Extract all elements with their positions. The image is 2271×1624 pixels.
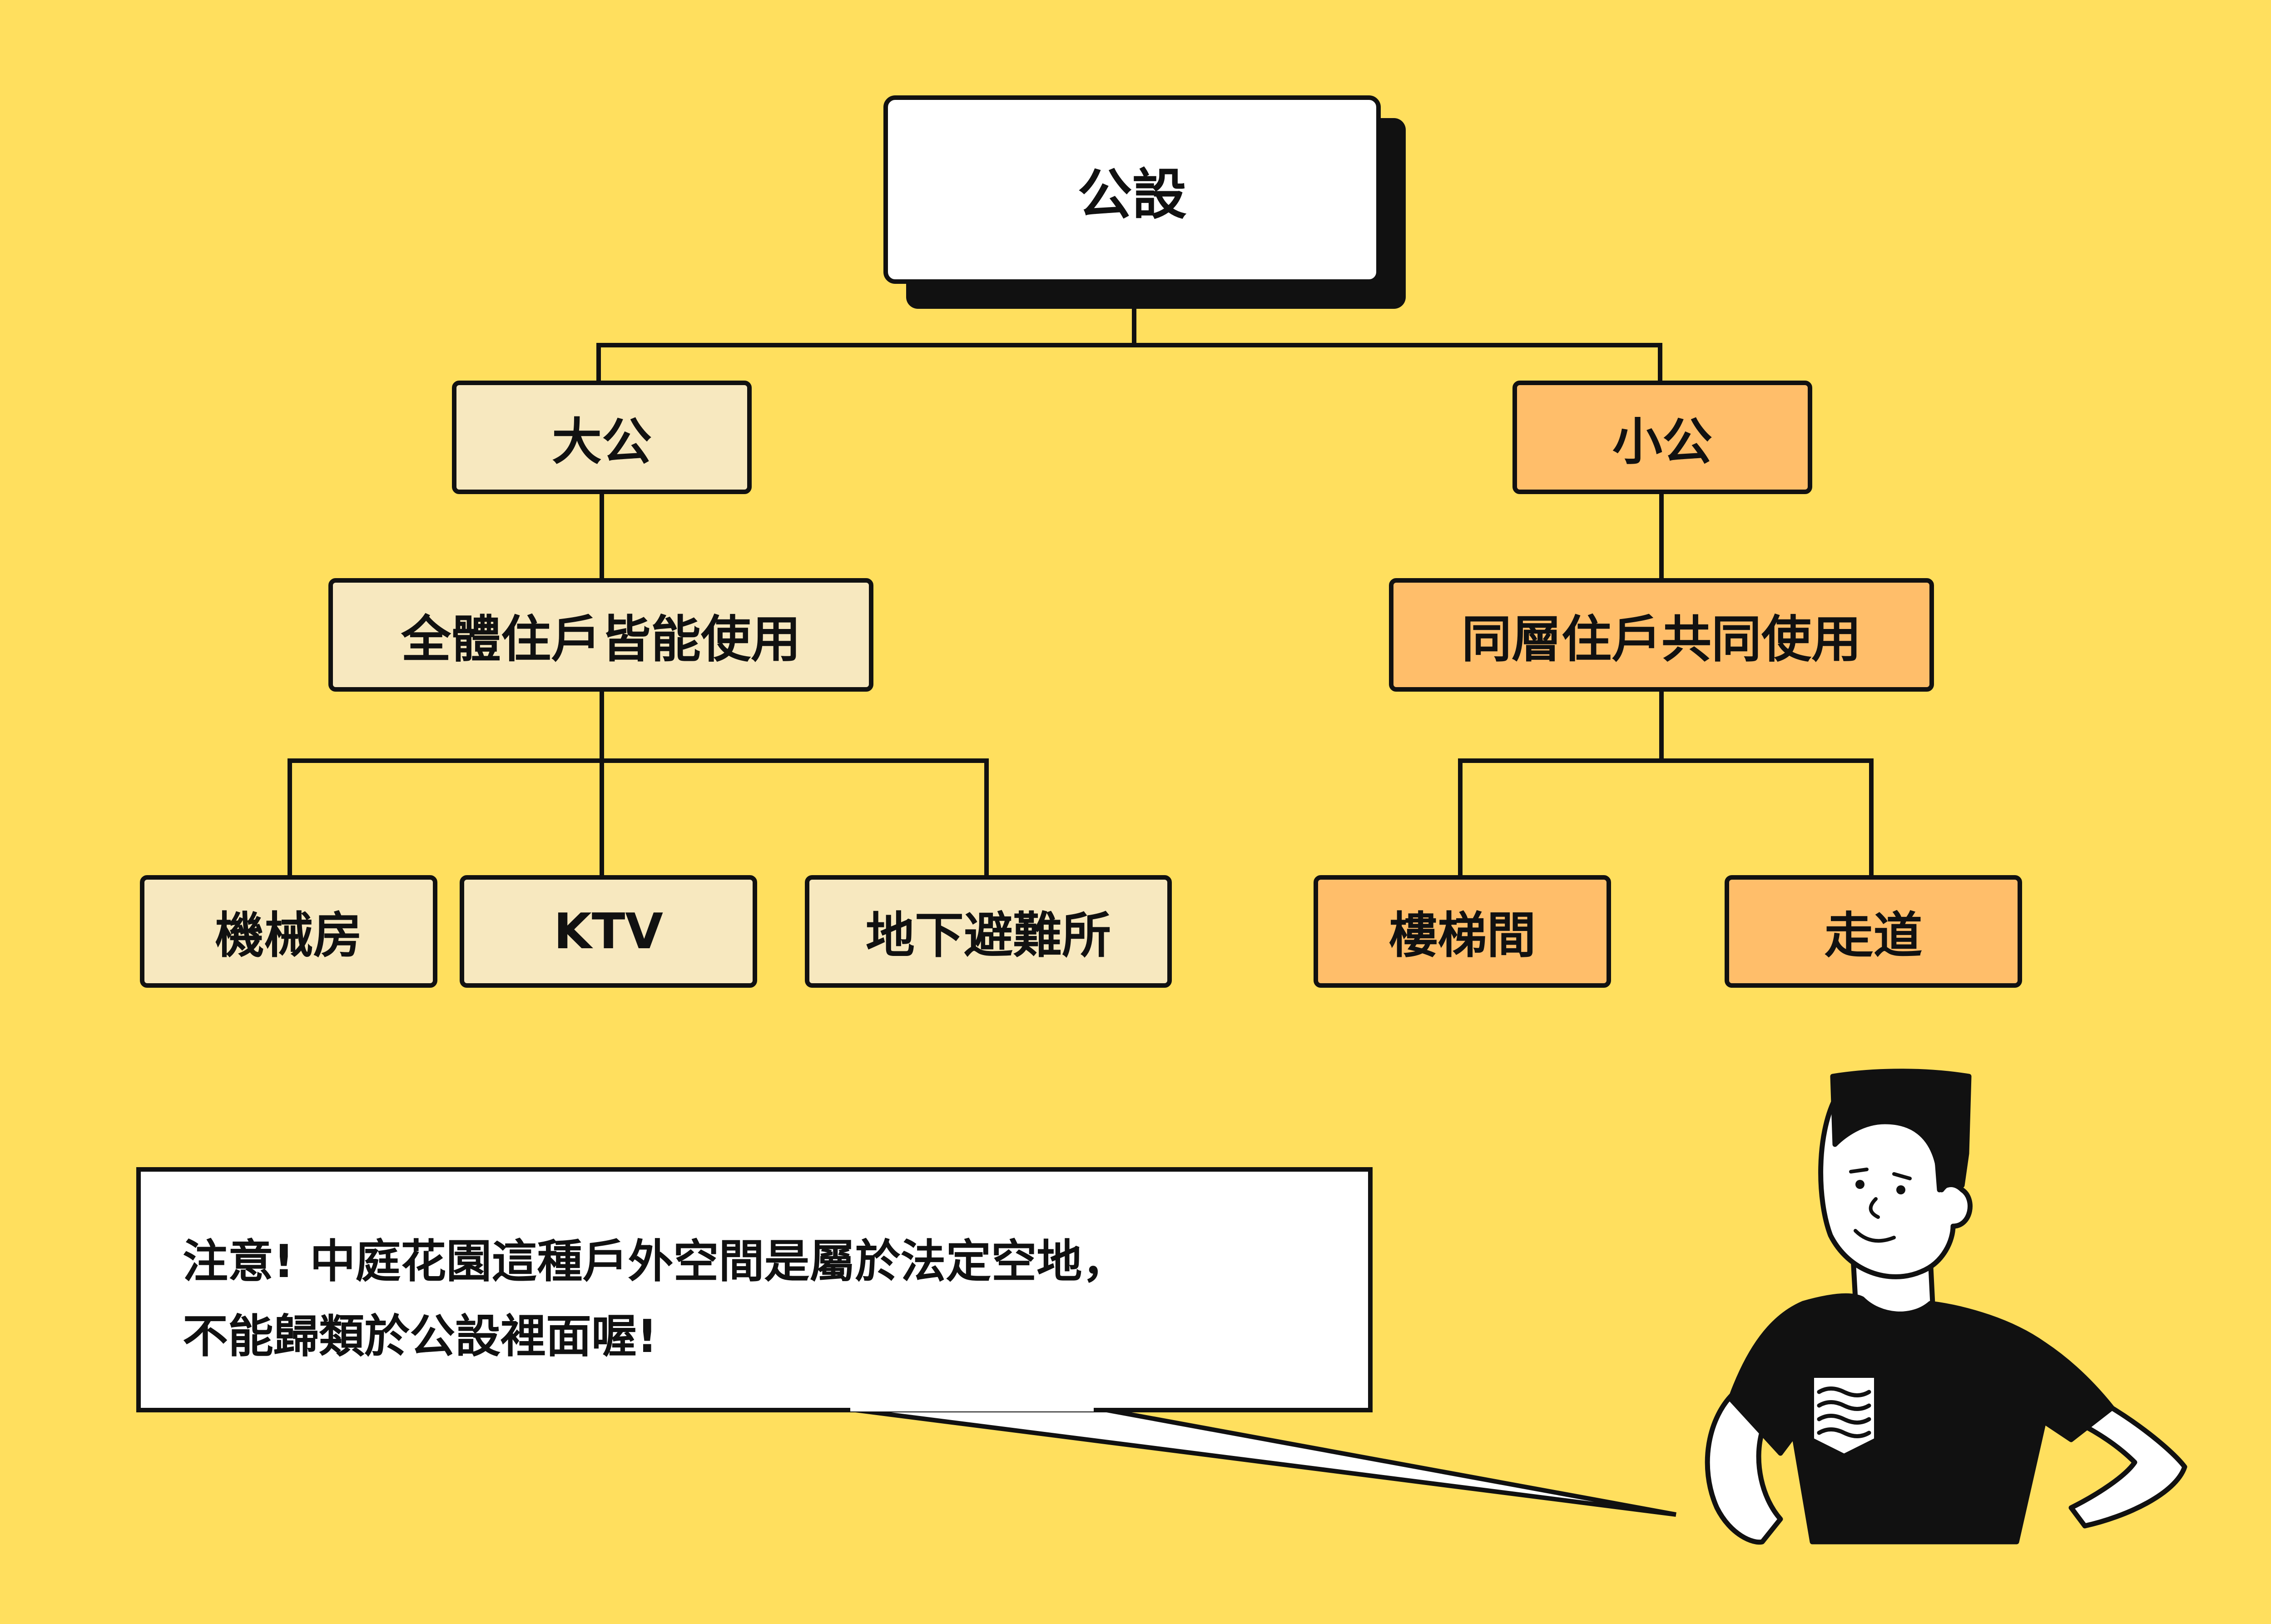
root-node: 公設 — [883, 95, 1381, 284]
leaf-major-item: 機械房 — [140, 875, 437, 988]
left-arm — [1705, 1389, 1783, 1545]
leaf-major-item: KTV — [460, 875, 757, 988]
branch-minor: 小公 — [1512, 381, 1812, 494]
right-arm — [2068, 1389, 2187, 1529]
branch-major: 大公 — [452, 381, 752, 494]
branch-major-description: 全體住戶皆能使用 — [328, 578, 873, 692]
shirt — [1728, 1293, 2115, 1545]
branch-minor-description: 同層住戶共同使用 — [1389, 578, 1934, 692]
leaf-minor-item: 樓梯間 — [1314, 875, 1611, 988]
note-line-1: 注意! 中庭花園這種戶外空間是屬於法定空地， — [183, 1235, 1128, 1288]
minor-desc-to-items — [1458, 689, 1874, 879]
note-line-2: 不能歸類於公設裡面喔! — [183, 1310, 658, 1363]
leaf-major-item: 地下避難所 — [805, 875, 1172, 988]
root-to-branches — [596, 307, 1662, 384]
note-bubble: 注意! 中庭花園這種戶外空間是屬於法定空地， 不能歸類於公設裡面喔! — [136, 1167, 1373, 1412]
major-desc-to-items — [288, 689, 989, 879]
hair — [1830, 1069, 1972, 1193]
leaf-minor-item: 走道 — [1725, 875, 2022, 988]
